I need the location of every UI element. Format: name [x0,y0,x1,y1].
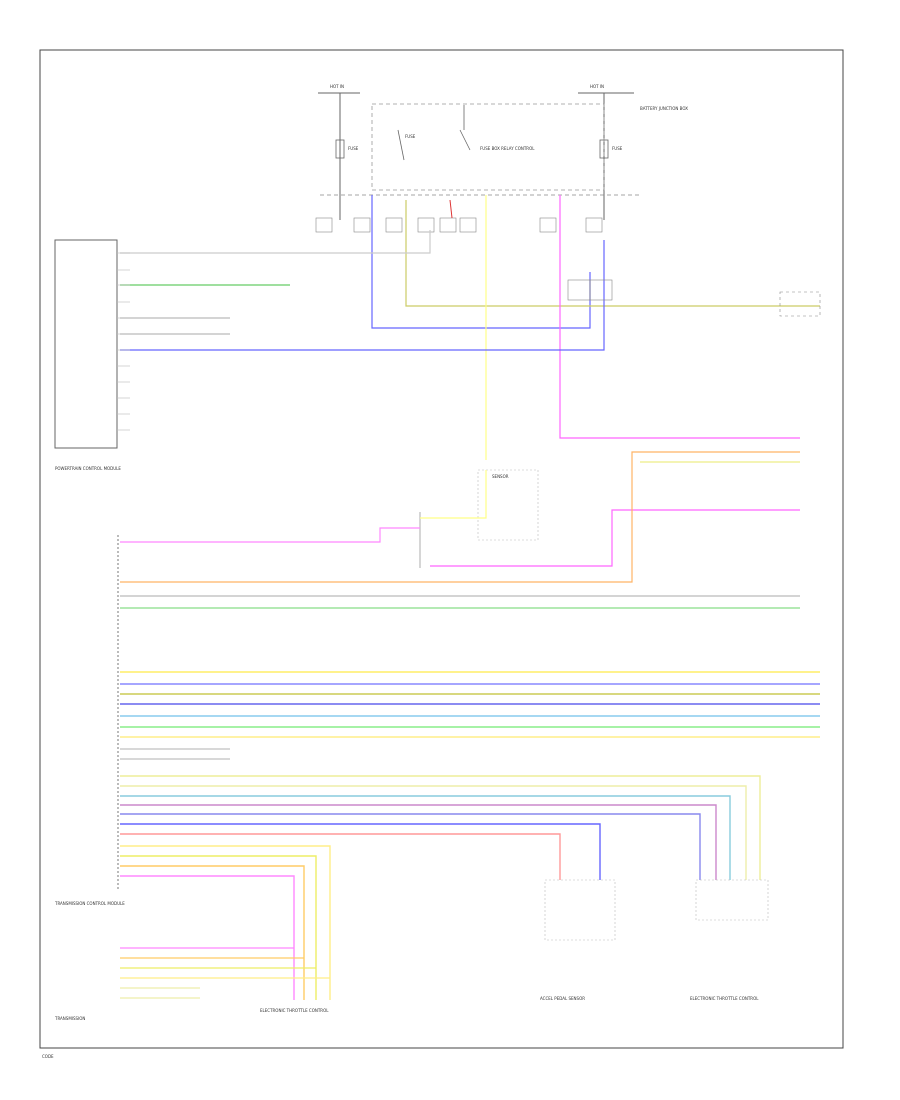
wires-pcm-mid [120,317,230,335]
footer-code: CODE [42,1054,54,1059]
tcm-label: TRANSMISSION CONTROL MODULE [54,901,125,906]
transmission-label: TRANSMISSION [54,1016,85,1021]
connector-pins [315,217,603,233]
throttle-label-2: ELECTRONIC THROTTLE CONTROL [260,1008,329,1013]
sensor-block: SENSOR [419,469,539,568]
throttle-label: ELECTRONIC THROTTLE CONTROL [690,996,759,1001]
fuse-box-area: HOT IN HOT IN FUSE FUSE FUSE FUSE BOX RE… [315,84,688,233]
accel-pedal-sensor: ACCEL PEDAL SENSOR [540,879,616,1001]
relay-note: FUSE BOX RELAY CONTROL [480,146,535,151]
fuse-label-3: FUSE [405,134,416,139]
sensor-label: SENSOR [492,474,509,479]
wire-bundle-long [120,671,820,760]
transmission-block: TRANSMISSION ELECTRONIC THROTTLE CONTROL [54,947,330,1021]
throttle-control: ELECTRONIC THROTTLE CONTROL [690,879,769,1001]
hot-label-2: HOT IN [590,84,604,89]
accel-pedal-label: ACCEL PEDAL SENSOR [540,996,585,1001]
wire-bundle-lower [120,775,761,1000]
diagram-border [39,49,844,1049]
battery-junction-box-label: BATTERY JUNCTION BOX [640,106,688,111]
pcm-upper: POWERTRAIN CONTROL MODULE [54,239,130,471]
fuse-label-1: FUSE [348,146,359,151]
pcm-upper-label: POWERTRAIN CONTROL MODULE [55,466,121,471]
tcm-module: TRANSMISSION CONTROL MODULE [54,535,125,906]
wires-top [120,195,820,460]
fuse-label-2: FUSE [612,146,623,151]
right-connector [567,279,821,317]
hot-label-1: HOT IN [330,84,344,89]
wires-tcm [120,451,800,609]
